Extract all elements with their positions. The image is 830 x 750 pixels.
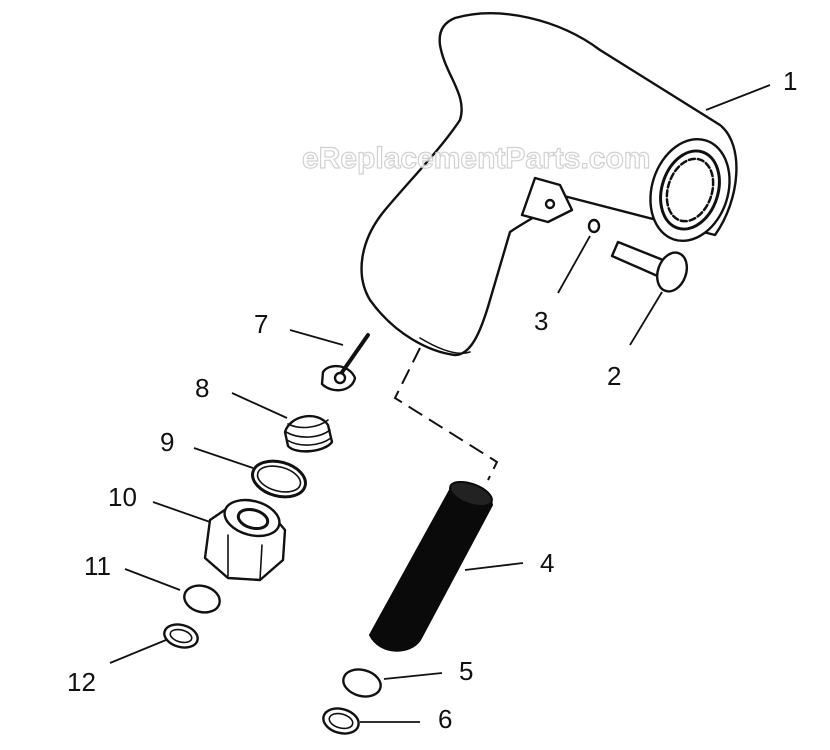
- callout-12: 12: [67, 667, 96, 697]
- part-8-spring[interactable]: [283, 414, 334, 453]
- callout-7: 7: [254, 309, 268, 339]
- callout-numbers: 1 2 3 4 5 6 7 8 9 10 11 12: [67, 66, 797, 734]
- part-10-inlet-fitting[interactable]: [203, 494, 287, 582]
- part-2-pin[interactable]: [610, 240, 692, 296]
- part-7-valve-stem[interactable]: [320, 333, 370, 392]
- callout-4: 4: [540, 548, 554, 578]
- callout-8: 8: [195, 373, 209, 403]
- callout-2: 2: [607, 361, 621, 391]
- part-1-housing[interactable]: [360, 12, 743, 357]
- assembly-path: [393, 347, 499, 481]
- part-4-grip-sleeve[interactable]: [368, 477, 495, 652]
- callout-9: 9: [160, 427, 174, 457]
- leader-lines: [109, 84, 771, 723]
- callout-6: 6: [438, 704, 452, 734]
- callout-10: 10: [108, 482, 137, 512]
- part-5-disc[interactable]: [340, 666, 383, 701]
- part-12-retaining-ring[interactable]: [162, 621, 201, 651]
- callout-3: 3: [534, 306, 548, 336]
- callout-1: 1: [783, 66, 797, 96]
- part-3-washer[interactable]: [587, 218, 601, 234]
- callout-5: 5: [459, 656, 473, 686]
- part-11-disc[interactable]: [181, 582, 223, 616]
- watermark-text: eReplacementParts.com: [302, 142, 651, 175]
- callout-11: 11: [84, 551, 111, 581]
- part-6-retaining-ring[interactable]: [321, 705, 362, 737]
- part-9-o-ring[interactable]: [249, 456, 310, 503]
